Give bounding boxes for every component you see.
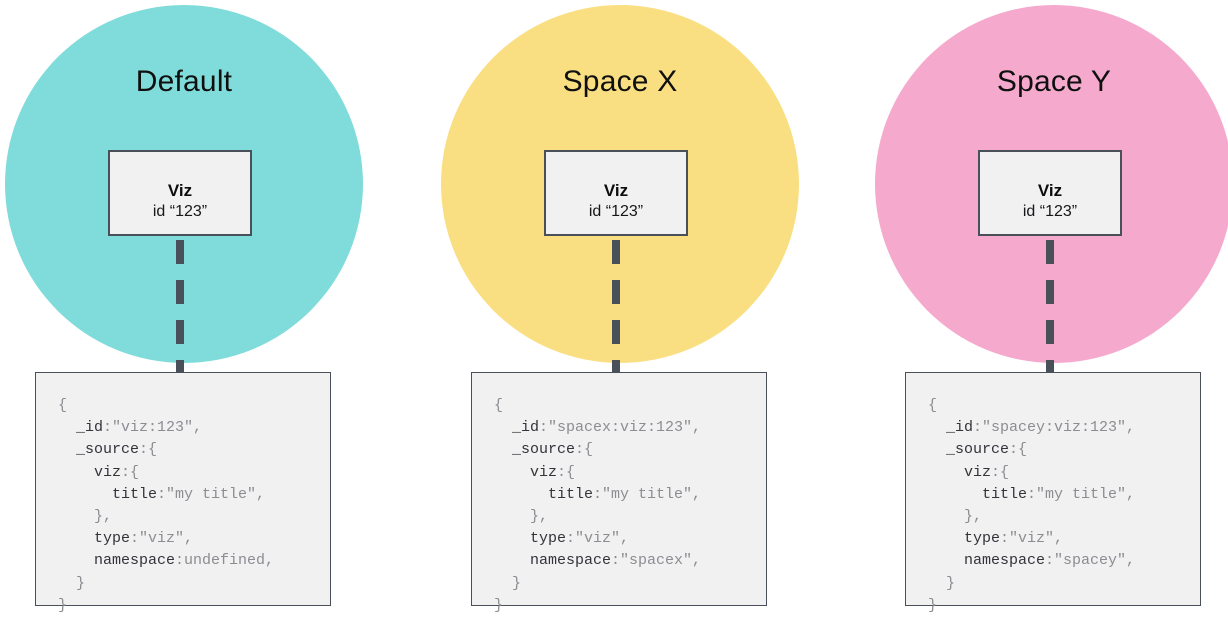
viz-node-space-y: Viz id “123” — [978, 150, 1122, 236]
document-box-space-x: { _id:"spacex:viz:123", _source:{ viz:{ … — [471, 372, 767, 614]
viz-node-id: id “123” — [588, 203, 644, 220]
document-json-default: { _id:"viz:123", _source:{ viz:{ title:"… — [58, 397, 275, 614]
viz-node-id: id “123” — [152, 203, 208, 220]
space-title-space-y: Space Y — [996, 65, 1112, 98]
viz-node-title: Viz — [1037, 181, 1063, 200]
viz-node-default: Viz id “123” — [108, 150, 252, 236]
document-json-space-y: { _id:"spacey:viz:123", _source:{ viz:{ … — [928, 397, 1136, 614]
connector-dashed-default — [176, 240, 184, 373]
viz-node-id: id “123” — [1022, 203, 1078, 220]
panel-space-x: Space X Viz id “123” { _id:"spacex:viz:1… — [436, 0, 804, 622]
document-box-space-y: { _id:"spacey:viz:123", _source:{ viz:{ … — [905, 372, 1201, 614]
connector-dashed-space-y — [1046, 240, 1054, 373]
connector-dashed-space-x — [612, 240, 620, 373]
space-title-space-x: Space X — [562, 65, 678, 98]
viz-node-title: Viz — [603, 181, 629, 200]
viz-node-title: Viz — [167, 181, 193, 200]
panel-default-space: Default Viz id “123” { _id:"viz:123", _s… — [0, 0, 368, 622]
document-box-default: { _id:"viz:123", _source:{ viz:{ title:"… — [35, 372, 331, 614]
viz-node-space-x: Viz id “123” — [544, 150, 688, 236]
space-title-default: Default — [135, 65, 233, 98]
document-json-space-x: { _id:"spacex:viz:123", _source:{ viz:{ … — [494, 397, 702, 614]
panel-space-y: Space Y Viz id “123” { _id:"spacey:viz:1… — [870, 0, 1228, 622]
